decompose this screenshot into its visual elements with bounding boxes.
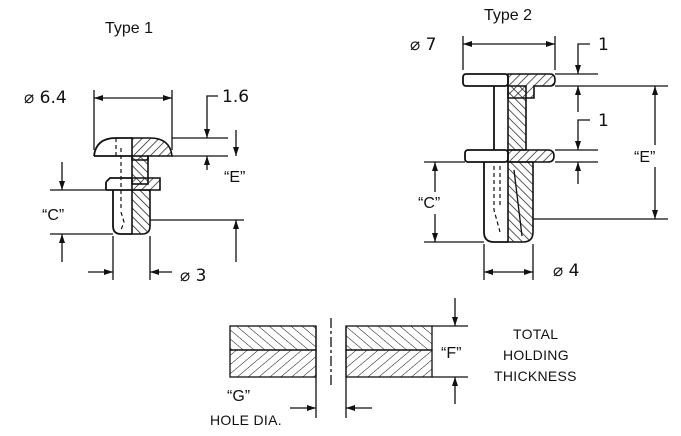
type2-title: Type 2 [484,7,532,24]
type2-dim-c-label: “C” [418,195,440,212]
type2-shank-section [507,161,534,243]
type1-rivet: Type 1 ⌀ 6.4 1.6 [24,20,249,286]
type1-title: Type 1 [105,20,153,37]
hole-dia-label: HOLE DIA. [210,412,282,428]
type2-dim-e-label: “E” [634,149,655,166]
total-label-line2: HOLDING [503,347,569,363]
total-label-line3: THICKNESS [494,368,577,384]
type1-dim-c-label: “C” [42,207,64,224]
type2-head-diameter-label: ⌀ 7 [410,35,436,55]
type2-head-thickness-label: 1 [598,35,609,55]
type2-shank-diameter-label: ⌀ 4 [553,261,579,281]
type1-shank-diameter-label: ⌀ 3 [180,266,206,286]
type1-dim-e-label: “E” [224,169,245,186]
type1-head-thickness-label: 1.6 [222,87,249,107]
upper-panel-left [229,325,317,351]
type1-head-outline [93,137,132,157]
lower-panel-right [345,349,433,378]
type2-rivet: Type 2 ⌀ 7 1 1 [410,7,672,281]
type1-head-diameter-label: ⌀ 6.4 [24,88,67,108]
type2-stem-section [507,85,527,151]
panel-section: “F” “G” HOLE DIA. TOTAL HOLDING THICKNES… [210,298,577,428]
panel-dim-f-label: “F” [441,345,461,362]
lower-panel-left [229,349,317,378]
type2-flange-thickness-label: 1 [598,111,609,131]
total-label-line1: TOTAL [513,326,558,342]
type2-head-outline [462,73,509,87]
upper-panel-right [345,325,433,351]
type1-shank-section [131,189,151,235]
panel-dim-g-label: “G” [227,388,250,405]
